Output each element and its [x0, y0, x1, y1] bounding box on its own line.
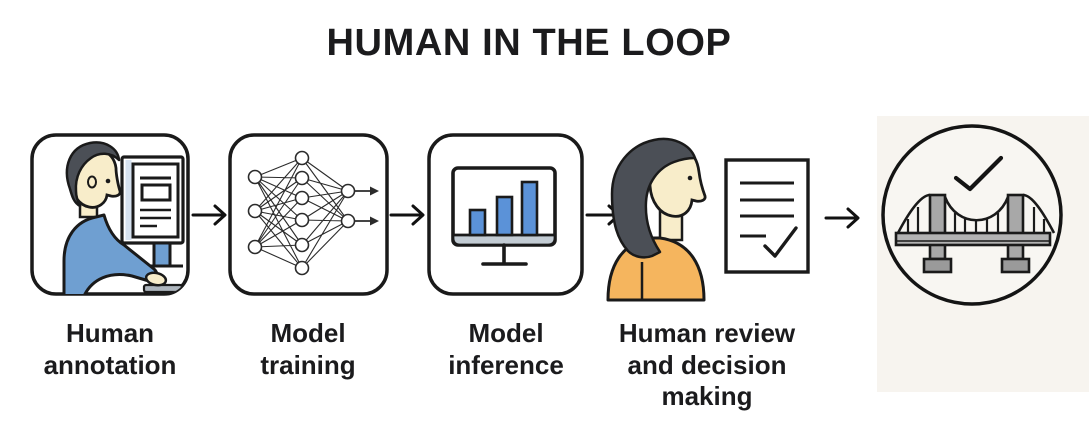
- stage-label-human-annotation: Human annotation: [44, 318, 177, 381]
- label-line: Model: [270, 318, 346, 348]
- reviewer-person: [606, 137, 707, 302]
- stage-box-model-training: [228, 133, 389, 296]
- person-reviewing-document-icon: [606, 137, 810, 302]
- label-line: and decision: [627, 349, 787, 380]
- stage-label-model-training: Model training: [260, 318, 355, 381]
- label-line: annotation: [43, 349, 177, 380]
- checklist-document: [724, 158, 810, 274]
- person-at-computer-icon: [30, 133, 190, 296]
- arrow-icon: [824, 207, 860, 229]
- annotator-person: [62, 141, 168, 294]
- arrow-icon: [389, 204, 425, 226]
- page-title: HUMAN IN THE LOOP: [326, 22, 732, 64]
- arrow-icon: [191, 204, 227, 226]
- label-line: inference: [448, 349, 564, 380]
- bridge-with-checkmark-icon: [881, 124, 1063, 306]
- bar-chart-bars: [468, 180, 539, 237]
- label-line: Human review: [618, 318, 796, 348]
- network-connections: [254, 157, 349, 269]
- label-line: Human: [65, 318, 155, 348]
- stage-label-model-inference: Model inference: [448, 318, 564, 381]
- label-line: making: [661, 381, 753, 412]
- monitor-with-document: [120, 155, 185, 294]
- bar-chart-monitor-icon: [427, 133, 584, 296]
- checkmark-icon: [763, 226, 798, 258]
- neural-network-icon: [228, 133, 389, 296]
- label-line: training: [260, 349, 356, 380]
- suspension-bridge: [894, 193, 1056, 274]
- chart-monitor: [451, 166, 557, 266]
- network-output-arrows: [355, 186, 379, 226]
- label-line: Model: [468, 318, 544, 348]
- checkmark-icon: [953, 155, 1004, 192]
- network-nodes: [247, 150, 356, 276]
- outcome-panel: [877, 116, 1089, 392]
- stage-label-human-review: Human review and decision making: [619, 318, 795, 413]
